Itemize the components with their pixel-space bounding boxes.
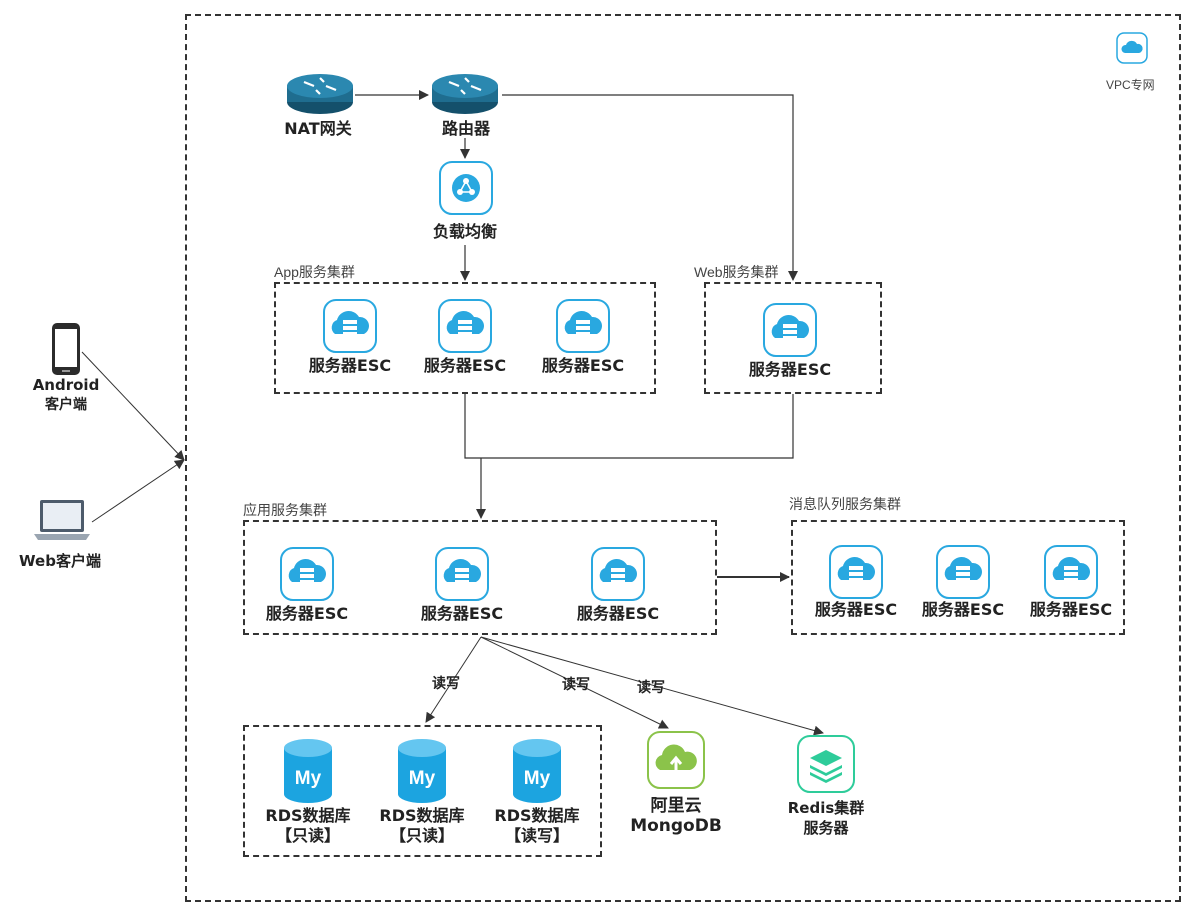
edge-router-web [502, 94, 798, 281]
svg-text:My: My [409, 768, 436, 789]
edge-app-merge [464, 394, 481, 459]
mq-server-label-2: 服务器ESC [921, 600, 1005, 619]
mq-server-label-1: 服务器ESC [814, 600, 898, 619]
edge-apply-mongo [480, 636, 669, 729]
rds-label-line2: 【只读】 [275, 826, 341, 845]
redis-label: Redis集群 服务器 [788, 798, 865, 838]
mysql-icon: My [396, 738, 448, 804]
cloud-server-icon [437, 298, 493, 354]
redis-icon [796, 734, 856, 794]
android-client-label: Android 客户端 [33, 375, 100, 415]
android-client-line1: Android [32, 376, 100, 394]
cloud-server-icon [762, 302, 818, 358]
apply-server-label-3: 服务器ESC [576, 604, 660, 623]
mongodb-line1: 阿里云 [650, 796, 702, 816]
rds-label-3: RDS数据库【读写】 [494, 806, 579, 846]
redis-line2: 服务器 [803, 819, 849, 837]
app-server-label-3: 服务器ESC [541, 356, 625, 375]
rds-group-box [243, 725, 602, 857]
cloud-server-icon [590, 546, 646, 602]
edge-apply-redis [480, 636, 824, 736]
rds-label-1: RDS数据库【只读】 [265, 806, 350, 846]
mq-cluster-box [791, 520, 1125, 635]
svg-text:My: My [295, 768, 322, 789]
web-cluster-title: Web服务集群 [694, 264, 779, 280]
mysql-icon: My [282, 738, 334, 804]
apply-cluster-box [243, 520, 717, 635]
nat-label: NAT网关 [284, 119, 352, 138]
cloud-server-icon [434, 546, 490, 602]
android-client-line2: 客户端 [44, 397, 87, 413]
mq-cluster-title: 消息队列服务集群 [789, 496, 901, 512]
apply-server-label-1: 服务器ESC [265, 604, 349, 623]
app-cluster-box [274, 282, 656, 394]
cloud-server-icon [935, 544, 991, 600]
mysql-icon: My [511, 738, 563, 804]
rw-label-redis: 读写 [637, 680, 665, 696]
rds-label-line2: 【只读】 [389, 826, 455, 845]
web-server-label-1: 服务器ESC [748, 360, 832, 379]
edge-web-merge [481, 394, 794, 459]
cloud-server-icon [1043, 544, 1099, 600]
cloud-server-icon [828, 544, 884, 600]
mongodb-line2: MongoDB [630, 816, 722, 836]
app-server-label-2: 服务器ESC [423, 356, 507, 375]
cloud-server-icon [322, 298, 378, 354]
rds-label-line1: RDS数据库 [265, 806, 351, 825]
rds-label-line2: 【读写】 [504, 826, 570, 845]
load-balancer-icon [438, 160, 494, 216]
mongodb-label: 阿里云 MongoDB [630, 796, 722, 836]
edge-web-vpc [91, 459, 185, 523]
web-client-label: Web客户端 [19, 552, 101, 570]
apply-server-label-2: 服务器ESC [420, 604, 504, 623]
app-cluster-title: App服务集群 [274, 264, 355, 280]
nat-router-icon [286, 72, 354, 116]
rw-label-rds: 读写 [432, 676, 460, 692]
router-icon [431, 72, 499, 116]
rds-label-2: RDS数据库【只读】 [379, 806, 464, 846]
phone-icon [50, 322, 82, 378]
apply-cluster-title: 应用服务集群 [243, 502, 327, 518]
cloud-server-icon [555, 298, 611, 354]
edge-android-vpc [81, 351, 185, 461]
web-cluster-box [704, 282, 882, 394]
redis-line1: Redis集群 [787, 799, 865, 817]
vpc-boundary [185, 14, 1181, 902]
rw-label-mongo: 读写 [562, 677, 590, 693]
mq-server-label-3: 服务器ESC [1029, 600, 1113, 619]
rds-label-line1: RDS数据库 [494, 806, 580, 825]
edge-apply-rds [425, 636, 482, 723]
rds-label-line1: RDS数据库 [379, 806, 465, 825]
svg-text:My: My [524, 768, 551, 789]
lb-label: 负载均衡 [432, 222, 498, 241]
vpc-label: VPC专网 [1106, 78, 1155, 92]
app-server-label-1: 服务器ESC [308, 356, 392, 375]
cloud-server-icon [279, 546, 335, 602]
mongodb-icon [646, 730, 706, 790]
laptop-icon [32, 498, 92, 542]
router-label: 路由器 [441, 119, 491, 138]
vpc-cloud-icon [1116, 32, 1148, 64]
